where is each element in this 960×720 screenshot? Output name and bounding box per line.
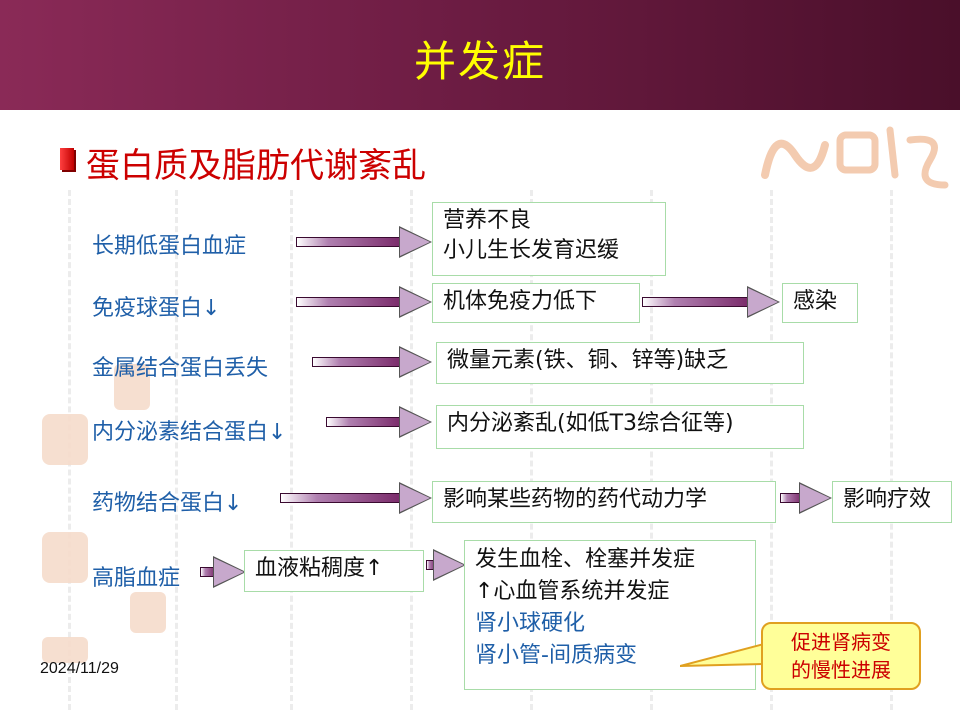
- arrow-icon: [326, 406, 432, 438]
- complication-tubulointerstitial: 肾小管-间质病变: [475, 643, 637, 668]
- effect-box-malnutrition: 营养不良 小儿生长发育迟缓: [432, 202, 666, 276]
- arrow-icon: [296, 286, 432, 318]
- effect-box-trace-elements: 微量元素(铁、铜、锌等)缺乏: [436, 342, 804, 384]
- arrow-icon: [312, 346, 432, 378]
- effect-box-infection: 感染: [782, 283, 858, 323]
- callout-text: 的慢性进展: [791, 658, 891, 682]
- decor-line: [770, 190, 773, 710]
- arrow-icon: [200, 556, 246, 588]
- slide-title: 并发症: [413, 37, 546, 86]
- arrow-icon: [280, 482, 432, 514]
- effect-box-blood-viscosity: 血液粘稠度↑: [244, 550, 424, 592]
- cause-label-metal-binding: 金属结合蛋白丢失: [92, 356, 269, 381]
- callout-note: 促进肾病变 的慢性进展: [761, 622, 921, 690]
- calligraphy-decoration-icon: [761, 126, 949, 189]
- seal-decoration-icon: [42, 637, 88, 663]
- decor-line: [650, 190, 653, 710]
- callout-pointer-icon: [680, 642, 765, 667]
- seal-decoration-icon: [42, 532, 88, 583]
- section-title: 蛋白质及脂肪代谢紊乱: [86, 146, 426, 186]
- cause-label-hyperlipidemia: 高脂血症: [92, 566, 181, 591]
- title-bar: 并发症: [0, 0, 960, 110]
- cause-label-drug-binding: 药物结合蛋白↓: [92, 491, 243, 516]
- effect-box-immunity: 机体免疫力低下: [432, 283, 640, 323]
- bullet-icon: [60, 148, 74, 170]
- decor-line: [890, 190, 893, 710]
- effect-box-endocrine: 内分泌紊乱(如低T3综合征等): [436, 405, 804, 449]
- decor-line: [530, 190, 533, 710]
- effect-box-efficacy: 影响疗效: [832, 481, 952, 523]
- seal-decoration-icon: [130, 592, 166, 633]
- effect-box-complications: 发生血栓、栓塞并发症 ↑心血管系统并发症 肾小球硬化 肾小管-间质病变: [464, 540, 756, 690]
- effect-text: 小儿生长发育迟缓: [443, 238, 620, 263]
- arrow-icon: [296, 226, 432, 258]
- decor-line: [175, 190, 178, 710]
- cause-label-immunoglobulin: 免疫球蛋白↓: [92, 296, 221, 321]
- arrow-icon: [780, 482, 832, 514]
- effect-box-pharmacokinetics: 影响某些药物的药代动力学: [432, 481, 776, 523]
- cause-label-endocrine-binding: 内分泌素结合蛋白↓: [92, 420, 287, 445]
- arrow-icon: [642, 286, 780, 318]
- callout-text: 促进肾病变: [791, 630, 891, 654]
- effect-text: 营养不良: [443, 208, 532, 233]
- arrow-icon: [426, 549, 466, 581]
- footer-date: 2024/11/29: [40, 660, 119, 677]
- cause-label-hypoproteinemia: 长期低蛋白血症: [92, 234, 247, 259]
- seal-decoration-icon: [114, 364, 150, 410]
- complication-cardiovascular: ↑心血管系统并发症: [475, 579, 670, 604]
- decor-line: [410, 190, 413, 710]
- complication-glomerulosclerosis: 肾小球硬化: [475, 611, 586, 636]
- decor-line: [290, 190, 293, 710]
- seal-decoration-icon: [42, 414, 88, 465]
- complication-thrombosis: 发生血栓、栓塞并发症: [475, 547, 696, 572]
